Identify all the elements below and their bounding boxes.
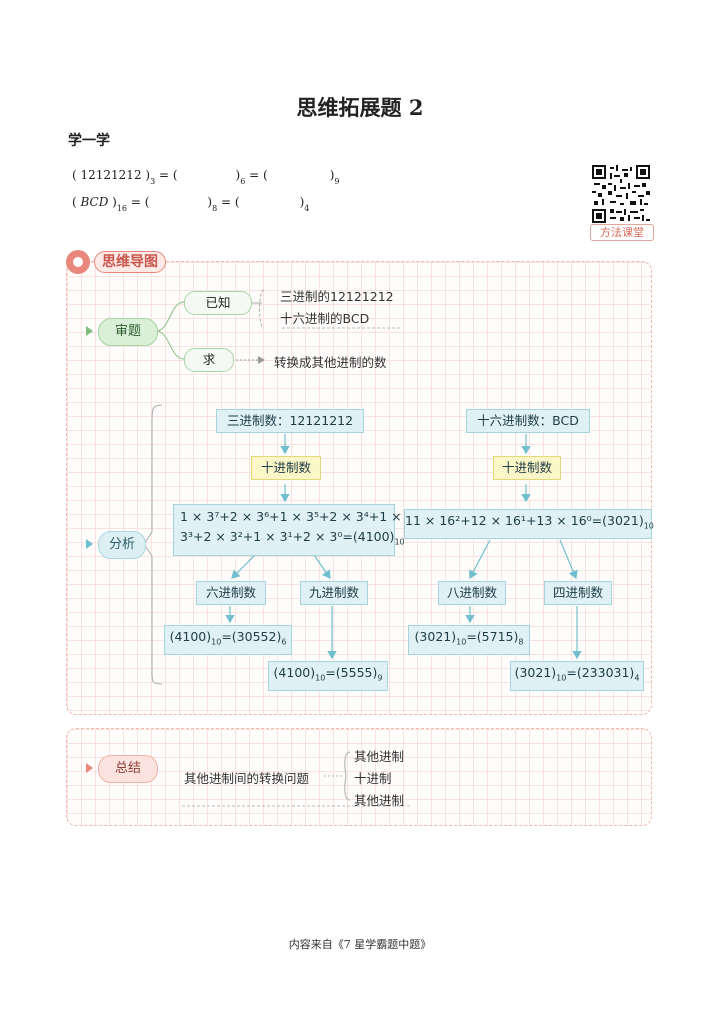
qr-label: 方法课堂 (590, 224, 654, 241)
problem-2-base: 16 (116, 204, 128, 213)
problem-1-base: 3 (150, 177, 156, 186)
problem-1-close1: ) (235, 168, 241, 182)
section-heading: 学一学 (68, 133, 110, 149)
problem-2-close: ) (108, 195, 117, 209)
senary-result-sub-1: 10 (211, 637, 222, 647)
hex-formula-sub: 10 (643, 521, 654, 531)
problem-line-2: ( BCD )16 = ()8 = ()4 (72, 195, 309, 213)
problem-1-eq2: = ( (245, 168, 268, 182)
ternary-formula-sub: 10 (394, 537, 405, 547)
ternary-formula-line-2: 3³+2 × 3²+1 × 3¹+2 × 3⁰=(4100) (180, 529, 395, 544)
nonary-result-sub-2: 9 (377, 673, 383, 683)
problem-1-base-2: 6 (240, 177, 246, 186)
qr-code-icon[interactable] (592, 164, 650, 224)
ask-node: 求 (184, 348, 234, 372)
ask-item: 转换成其他进制的数 (274, 355, 387, 370)
known-item-1: 三进制的12121212 (280, 289, 394, 304)
summary-node: 总结 (98, 755, 158, 783)
octal-branch-box: 八进制数 (438, 581, 506, 605)
octal-result-part-1: (3021) (414, 629, 457, 644)
summary-item-1: 其他进制 (354, 749, 405, 764)
octal-result-sub-1: 10 (456, 637, 467, 647)
flower-icon (66, 250, 90, 274)
problem-1-eq1: = ( (155, 168, 178, 182)
senary-branch-box: 六进制数 (196, 581, 266, 605)
problem-2-number: BCD (80, 195, 109, 209)
decimal-box-right: 十进制数 (493, 456, 561, 480)
hex-formula: 11 × 16²+12 × 16¹+13 × 16⁰=(3021) (405, 513, 644, 528)
ternary-formula-box: 1 × 3⁷+2 × 3⁶+1 × 3⁵+2 × 3⁴+1 × 3³+2 × 3… (173, 504, 405, 556)
problem-1-base-3: 9 (334, 177, 340, 186)
problem-1-number: ( 12121212 ) (72, 168, 151, 182)
senary-result-part-2: =(30552) (221, 629, 282, 644)
summary-item-3: 其他进制 (354, 793, 405, 808)
problem-2-base-3: 4 (304, 204, 310, 213)
quaternary-result-sub-2: 4 (634, 673, 640, 683)
ternary-formula-line-1: 1 × 3⁷+2 × 3⁶+1 × 3⁵+2 × 3⁴+1 × (180, 509, 402, 524)
analysis-node: 分析 (98, 531, 146, 559)
problem-2-close1: ) (207, 195, 213, 209)
problem-line-1: ( 12121212 )3 = ()6 = ()9 (72, 168, 339, 186)
known-item-2: 十六进制的BCD (280, 311, 370, 326)
nonary-result-sub-1: 10 (315, 673, 326, 683)
triangle-marker-icon (86, 539, 93, 549)
quaternary-result-part-1: (3021) (514, 665, 557, 680)
hex-head-box: 十六进制数：BCD (466, 409, 590, 433)
problem-2-eq2: = ( (217, 195, 240, 209)
review-node: 审题 (98, 318, 158, 346)
summary-topic: 其他进制间的转换问题 (184, 771, 310, 786)
summary-item-2: 十进制 (354, 771, 392, 786)
problem-1-close2: ) (329, 168, 335, 182)
octal-result-sub-2: 8 (518, 637, 524, 647)
triangle-marker-icon (86, 326, 93, 336)
senary-result-box: (4100)10=(30552)6 (164, 625, 292, 655)
footer-source: 内容来自《7 星学霸题中题》 (288, 938, 432, 951)
page-title: 思维拓展题 2 (296, 95, 424, 120)
quaternary-result-part-2: =(233031) (566, 665, 635, 680)
problem-2-close2: ) (299, 195, 305, 209)
quaternary-result-box: (3021)10=(233031)4 (510, 661, 644, 691)
hex-formula-box: 11 × 16²+12 × 16¹+13 × 16⁰=(3021)10 (404, 509, 654, 539)
nonary-result-box: (4100)10=(5555)9 (268, 661, 388, 691)
problem-2-eq1: = ( (127, 195, 150, 209)
octal-result-box: (3021)10=(5715)8 (408, 625, 530, 655)
octal-result-part-2: =(5715) (466, 629, 519, 644)
ternary-head-box: 三进制数：12121212 (216, 409, 364, 433)
quaternary-branch-box: 四进制数 (544, 581, 612, 605)
nonary-result-part-2: =(5555) (325, 665, 378, 680)
known-node: 已知 (184, 291, 252, 315)
senary-result-sub-2: 6 (281, 637, 287, 647)
triangle-marker-icon (86, 763, 93, 773)
quaternary-result-sub-1: 10 (556, 673, 567, 683)
nonary-branch-box: 九进制数 (300, 581, 368, 605)
nonary-result-part-1: (4100) (273, 665, 316, 680)
summary-panel (66, 728, 652, 826)
senary-result-part-1: (4100) (169, 629, 212, 644)
mindmap-badge: 思维导图 (66, 250, 176, 274)
mindmap-badge-label: 思维导图 (94, 251, 166, 273)
problem-2-base-2: 8 (212, 204, 218, 213)
problem-2-open: ( (72, 195, 81, 209)
decimal-box-left: 十进制数 (251, 456, 321, 480)
